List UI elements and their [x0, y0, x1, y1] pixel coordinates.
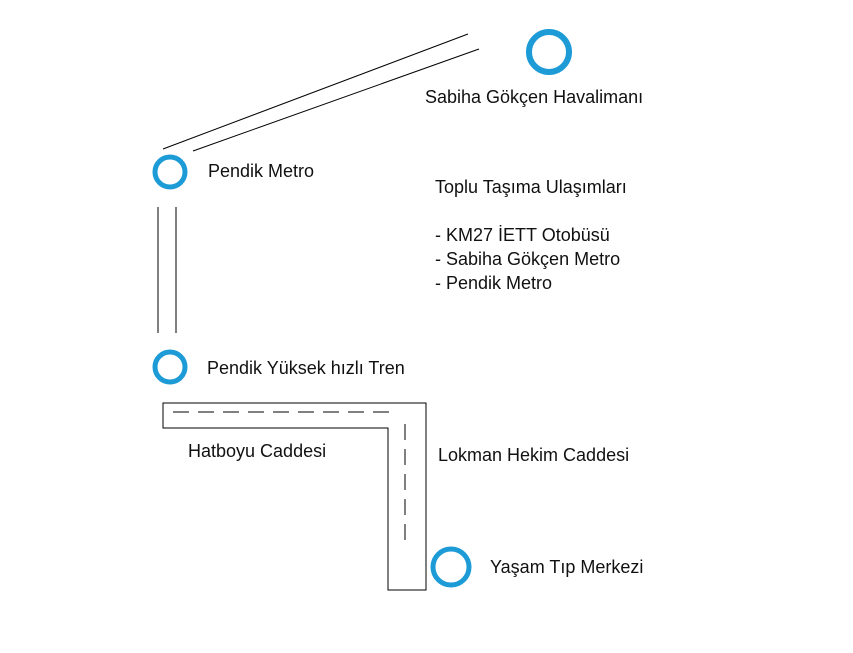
label-airport: Sabiha Gökçen Havalimanı	[425, 87, 643, 107]
label-hatboyu: Hatboyu Caddesi	[188, 441, 326, 461]
station-pendik-metro-icon	[152, 154, 188, 190]
station-yasam-icon	[430, 546, 472, 588]
label-lokman: Lokman Hekim Caddesi	[438, 445, 629, 465]
road-outline	[162, 402, 427, 591]
transit-item: - Sabiha Gökçen Metro	[435, 249, 620, 269]
station-pendik-yht-icon	[152, 349, 188, 385]
rail-line-vertical	[157, 207, 177, 333]
label-pendik-metro: Pendik Metro	[208, 161, 314, 181]
station-airport-icon	[526, 29, 572, 75]
metro-line-airport	[162, 33, 480, 152]
label-pendik-yht: Pendik Yüksek hızlı Tren	[207, 358, 405, 378]
label-yasam: Yaşam Tıp Merkezi	[490, 557, 643, 577]
transit-title: Toplu Taşıma Ulaşımları	[435, 177, 627, 197]
transit-item: - Pendik Metro	[435, 273, 552, 293]
transit-item: - KM27 İETT Otobüsü	[435, 225, 610, 245]
